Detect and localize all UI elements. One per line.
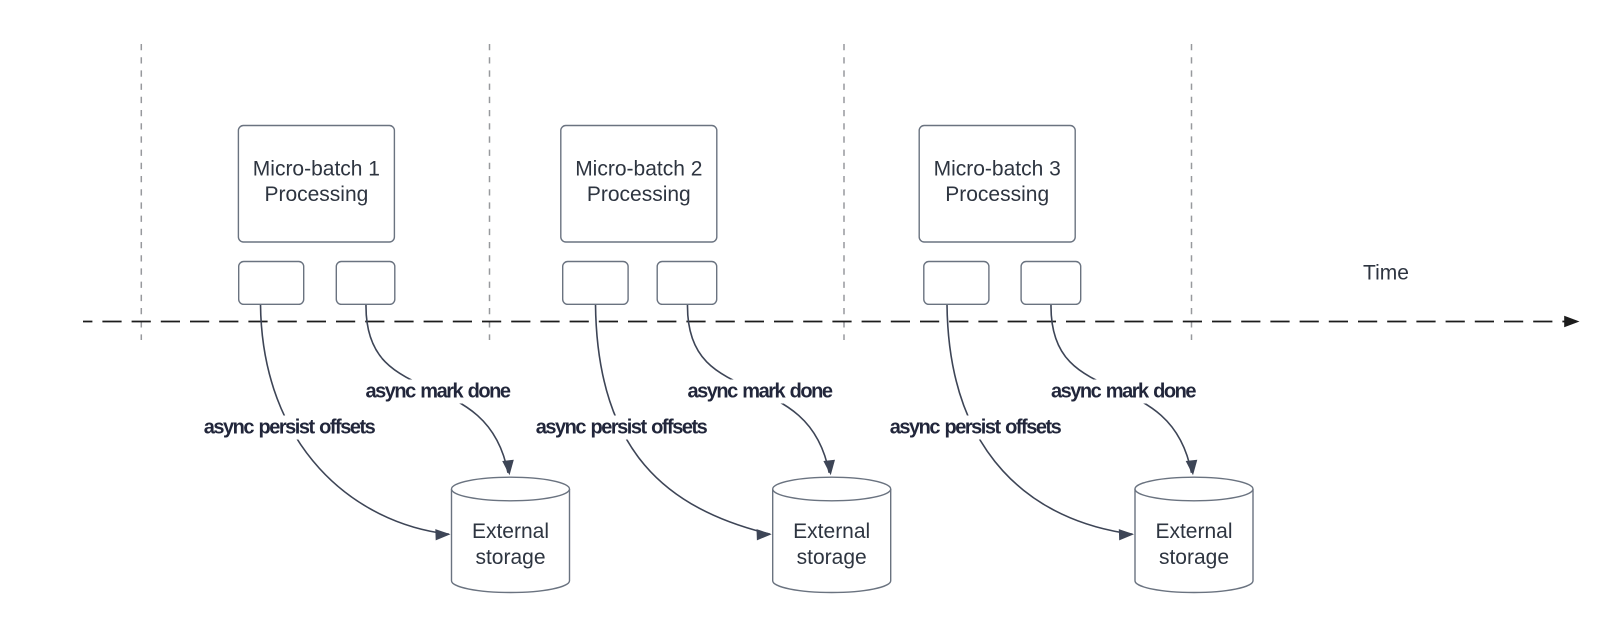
svg-text:Time: Time [1363, 261, 1409, 284]
svg-text:Processing: Processing [587, 183, 691, 206]
svg-text:Processing: Processing [945, 183, 1049, 206]
svg-text:Micro-batch 1: Micro-batch 1 [253, 158, 380, 181]
svg-text:storage: storage [797, 546, 867, 569]
svg-text:External: External [1155, 520, 1232, 543]
svg-text:storage: storage [1159, 546, 1229, 569]
svg-text:Processing: Processing [264, 183, 368, 206]
svg-text:External: External [472, 520, 549, 543]
svg-text:async persist offsets: async persist offsets [204, 417, 376, 439]
svg-text:Micro-batch 3: Micro-batch 3 [934, 158, 1061, 181]
svg-text:async mark done: async mark done [688, 381, 833, 403]
svg-text:async persist offsets: async persist offsets [890, 417, 1062, 439]
svg-text:async persist offsets: async persist offsets [536, 417, 708, 439]
svg-text:Micro-batch 2: Micro-batch 2 [575, 158, 702, 181]
svg-text:storage: storage [475, 546, 545, 569]
svg-text:async mark done: async mark done [366, 381, 511, 403]
svg-text:External: External [793, 520, 870, 543]
svg-text:async mark done: async mark done [1051, 381, 1196, 403]
